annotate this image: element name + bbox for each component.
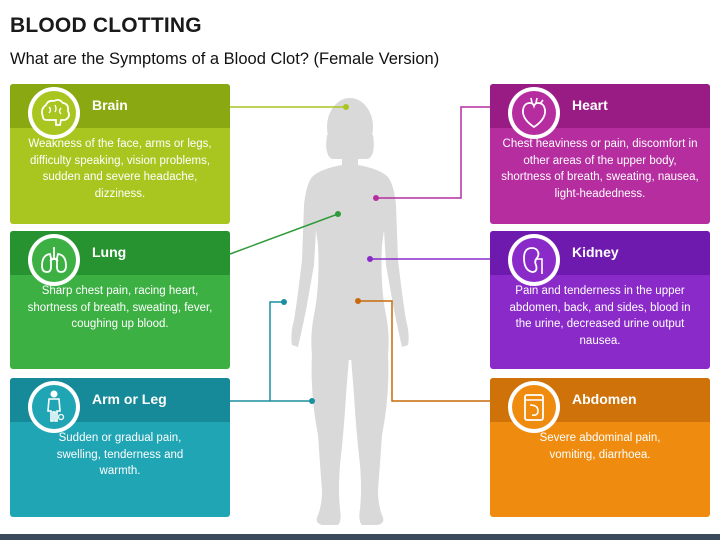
arm-leg-symptoms: Sudden or gradual pain, swelling, tender…: [56, 432, 184, 477]
kidney-icon-badge: [508, 234, 560, 286]
kidney-card: Kidney Pain and tenderness in the upper …: [490, 231, 710, 369]
heart-icon: [522, 97, 546, 129]
kidney-point: [367, 256, 373, 262]
lung-label: Lung: [92, 244, 127, 260]
leg-point: [309, 398, 315, 404]
page-title: BLOOD CLOTTING: [10, 14, 202, 37]
kidney-label: Kidney: [572, 244, 619, 260]
footer-bar: [0, 534, 720, 540]
lungs-icon: [41, 247, 67, 273]
arm-leg-label: Arm or Leg: [92, 391, 167, 407]
abdomen-connector: [358, 300, 490, 402]
arm-leg-connector-1: [230, 301, 284, 402]
brain-label: Brain: [92, 97, 128, 113]
heart-card: Heart Chest heaviness or pain, discomfor…: [490, 84, 710, 224]
heart-icon-badge: [508, 87, 560, 139]
abdomen-point: [355, 298, 361, 304]
arm-leg-icon-badge: [28, 381, 80, 433]
person-icon: [47, 390, 65, 422]
heart-label: Heart: [572, 97, 608, 113]
heart-connector: [376, 106, 490, 199]
lung-card: Lung Sharp chest pain, racing heart, sho…: [10, 231, 230, 369]
lung-symptoms: Sharp chest pain, racing heart, shortnes…: [27, 285, 213, 330]
brain-icon: [41, 98, 70, 126]
kidney-symptoms: Pain and tenderness in the upper abdomen…: [509, 285, 691, 347]
lung-icon-badge: [28, 234, 80, 286]
lung-point: [335, 211, 341, 217]
arm-point: [281, 299, 287, 305]
heart-point: [373, 195, 379, 201]
lung-connector: [229, 213, 339, 255]
stomach-icon: [524, 394, 544, 421]
brain-card: Brain Weakness of the face, arms or legs…: [10, 84, 230, 224]
abdomen-card: Abdomen Severe abdominal pain, vomiting,…: [490, 378, 710, 517]
kidney-icon: [523, 247, 543, 274]
page-subtitle: What are the Symptoms of a Blood Clot? (…: [10, 50, 440, 68]
abdomen-icon-badge: [508, 381, 560, 433]
brain-icon-badge: [28, 87, 80, 139]
abdomen-label: Abdomen: [572, 391, 637, 407]
arm-leg-card: Arm or Leg Sudden or gradual pain, swell…: [10, 378, 230, 517]
abdomen-symptoms: Severe abdominal pain, vomiting, diarrho…: [539, 432, 661, 461]
female-silhouette: [291, 98, 409, 525]
heart-symptoms: Chest heaviness or pain, discomfort in o…: [501, 138, 699, 200]
brain-point: [343, 104, 349, 110]
brain-symptoms: Weakness of the face, arms or legs, diff…: [28, 138, 212, 200]
